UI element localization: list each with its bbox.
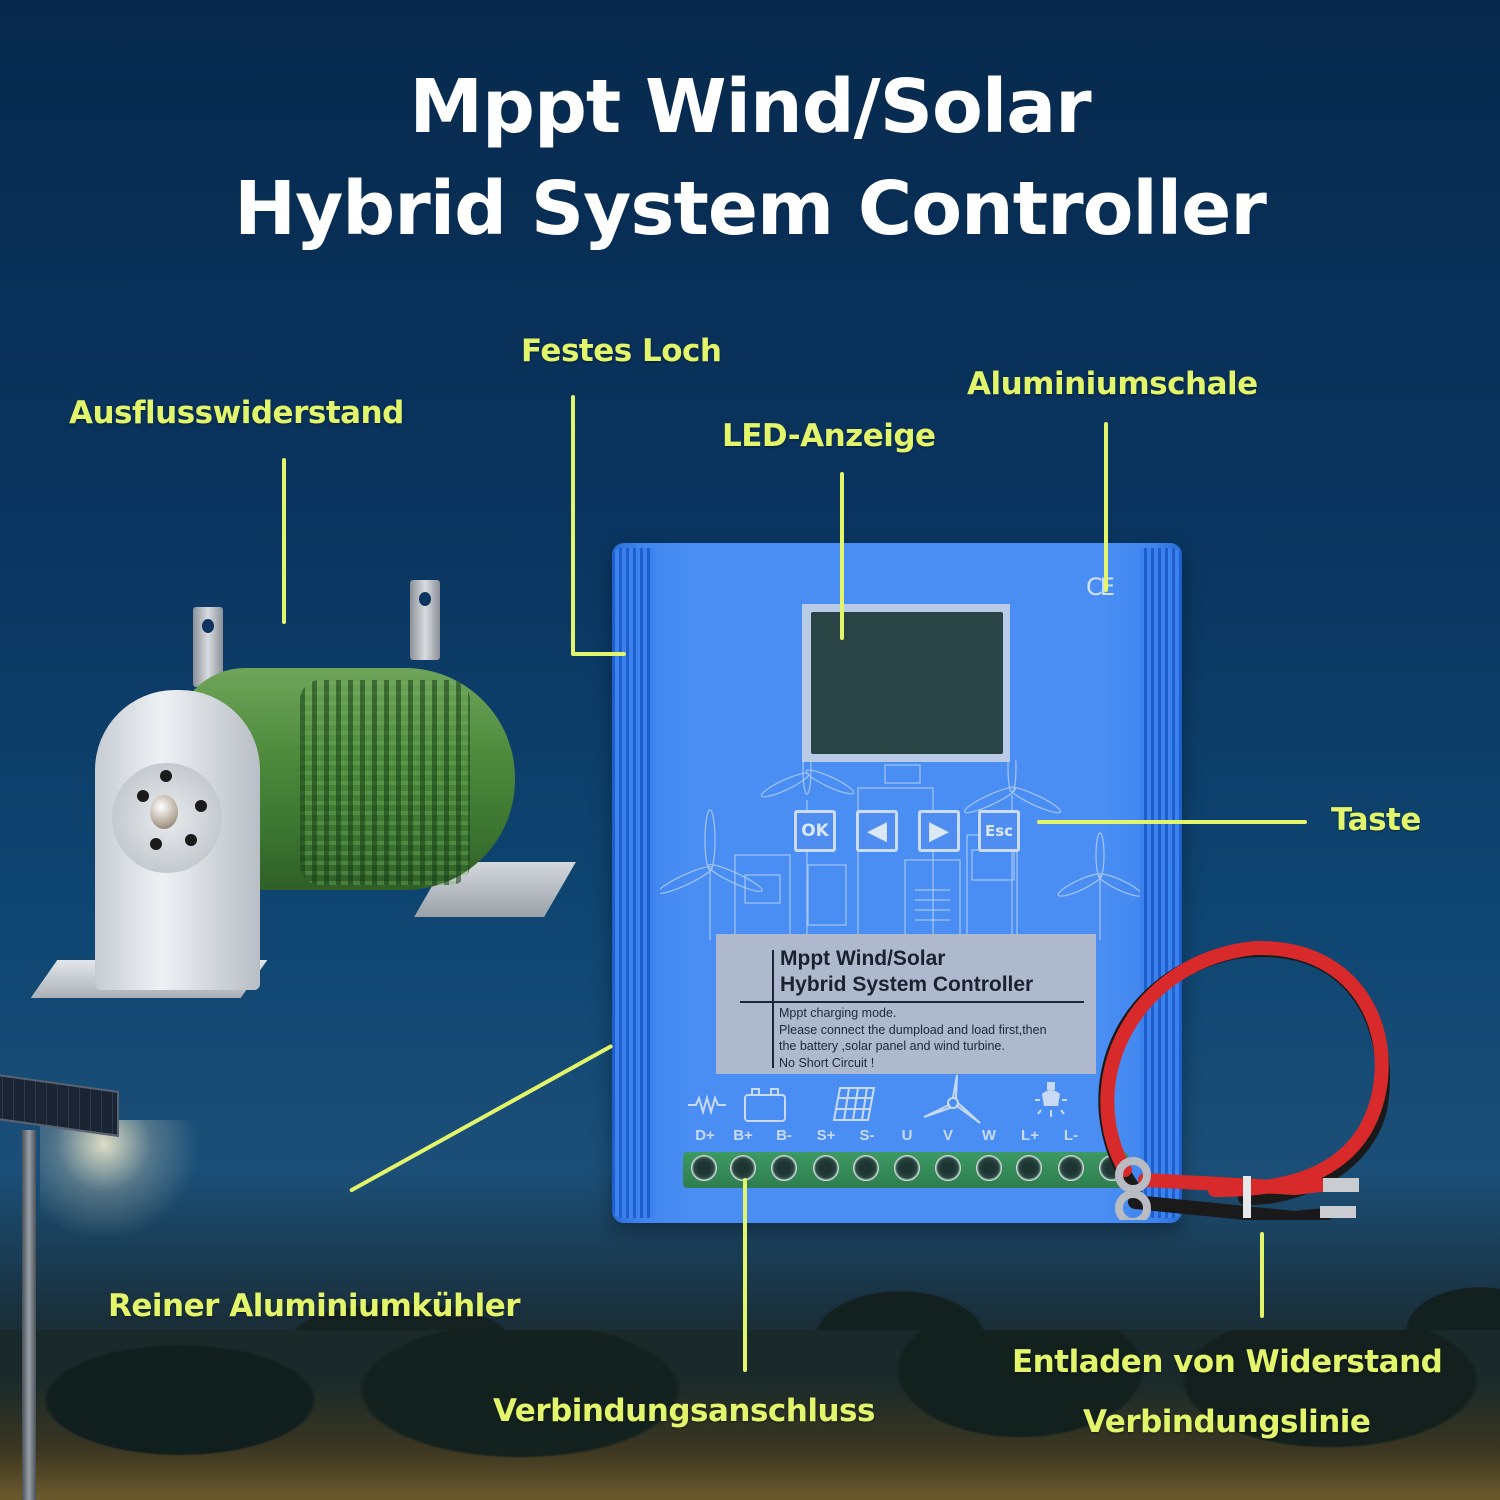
terminal-screw-u[interactable] <box>894 1155 920 1181</box>
terminal-screw-l-plus[interactable] <box>1016 1155 1042 1181</box>
terminal-screw-d-plus[interactable] <box>691 1155 717 1181</box>
left-arrow-button[interactable]: ◀ <box>856 810 898 852</box>
terminal-label-s-minus: S- <box>859 1127 875 1144</box>
resistor-cap-hole <box>137 790 149 802</box>
heatsink-ribs-left <box>612 548 654 1218</box>
terminal-screw-v[interactable] <box>935 1155 961 1181</box>
callout-taste: Taste <box>1331 802 1421 838</box>
wind-turbine-icon <box>923 1074 981 1124</box>
terminal-label-b-minus: B- <box>776 1127 792 1144</box>
resistor-icon <box>688 1094 726 1115</box>
right-arrow-button[interactable]: ▶ <box>918 810 960 852</box>
street-light-pole <box>22 1130 36 1500</box>
nameplate-title: Mppt Wind/Solar Hybrid System Controller <box>780 946 1033 998</box>
ce-mark: CE <box>1086 573 1115 601</box>
nameplate-title-line-1: Mppt Wind/Solar <box>780 947 946 970</box>
terminal-screw-s-plus[interactable] <box>813 1155 839 1181</box>
ok-button[interactable]: OK <box>794 810 836 852</box>
terminal-screw-w[interactable] <box>976 1155 1002 1181</box>
callout-entladen-line-2: Verbindungslinie <box>1083 1404 1371 1440</box>
callout-verbindungsanschluss: Verbindungsanschluss <box>493 1393 875 1429</box>
callout-entladen-line-1: Entladen von Widerstand <box>1012 1344 1443 1380</box>
nameplate <box>716 934 1096 1074</box>
resistor-cap-hole <box>195 800 207 812</box>
dump-load-connection-cable <box>1098 940 1390 1220</box>
callout-festes-loch: Festes Loch <box>521 333 722 369</box>
nameplate-instructions: Mppt charging mode. Please connect the d… <box>779 1005 1047 1071</box>
nameplate-title-line-2: Hybrid System Controller <box>780 973 1034 996</box>
nameplate-body-line-1: Mppt charging mode. <box>779 1006 897 1020</box>
leader-line-reiner-aluminiumkuehler <box>349 1043 614 1193</box>
resistor-terminal-tab-right <box>410 580 440 660</box>
terminal-label-l-minus: L- <box>1063 1127 1079 1144</box>
resistor-cap-hole <box>185 834 197 846</box>
leader-line-led-anzeige <box>840 472 844 640</box>
leader-line-festes-loch-horizontal <box>571 652 626 656</box>
resistor-cap-hole <box>160 770 172 782</box>
battery-icon <box>744 1088 786 1122</box>
leader-line-festes-loch-vertical <box>571 395 575 655</box>
terminal-label-u: U <box>901 1127 913 1144</box>
callout-reiner-aluminiumkuehler: Reiner Aluminiumkühler <box>108 1288 521 1324</box>
solar-panel-icon <box>832 1087 876 1121</box>
esc-button[interactable]: Esc <box>978 810 1020 852</box>
terminal-label-v: V <box>942 1127 953 1144</box>
leader-line-taste <box>1037 820 1307 824</box>
nameplate-body-line-4: No Short Circuit ! <box>779 1055 875 1070</box>
terminal-label-l-plus: L+ <box>1021 1127 1039 1144</box>
light-bulb-icon <box>1035 1082 1067 1117</box>
resistor-cap-hole <box>150 838 162 850</box>
trees-and-field-background <box>0 1330 1500 1500</box>
leader-line-entladen <box>1260 1232 1264 1318</box>
lamp-glow <box>40 1120 200 1240</box>
callout-led-anzeige: LED-Anzeige <box>722 418 936 454</box>
nameplate-divider-vertical <box>772 950 774 1068</box>
title-line-1: Mppt Wind/Solar <box>409 64 1091 150</box>
terminal-label-b-plus: B+ <box>733 1127 753 1144</box>
leader-line-verbindungsanschluss <box>743 1178 747 1372</box>
terminal-screw-b-plus[interactable] <box>730 1155 756 1181</box>
city-wind-illustration <box>660 760 1140 940</box>
leader-line-ausflusswiderstand <box>282 458 286 624</box>
nameplate-body-line-3: the battery ,solar panel and wind turbin… <box>779 1039 1005 1053</box>
nameplate-body-line-2: Please connect the dumpload and load fir… <box>779 1022 1047 1037</box>
resistor-bolt <box>150 795 178 829</box>
terminal-label-s-plus: S+ <box>816 1127 836 1144</box>
terminal-label-w: W <box>981 1127 997 1144</box>
callout-ausflusswiderstand: Ausflusswiderstand <box>69 395 404 431</box>
nameplate-divider-horizontal <box>740 1001 1084 1003</box>
street-light-solar-panel <box>0 1072 119 1138</box>
resistor-winding <box>300 680 470 885</box>
terminal-screw-s-minus[interactable] <box>853 1155 879 1181</box>
terminal-label-d-plus: D+ <box>695 1127 715 1144</box>
callout-aluminiumschale: Aluminiumschale <box>967 366 1258 402</box>
terminal-screw-b-minus[interactable] <box>771 1155 797 1181</box>
heatsink-ribs-right <box>1140 548 1182 1218</box>
leader-line-aluminiumschale <box>1104 422 1108 592</box>
title-line-2: Hybrid System Controller <box>234 166 1267 252</box>
terminal-screw-l-minus[interactable] <box>1058 1155 1084 1181</box>
